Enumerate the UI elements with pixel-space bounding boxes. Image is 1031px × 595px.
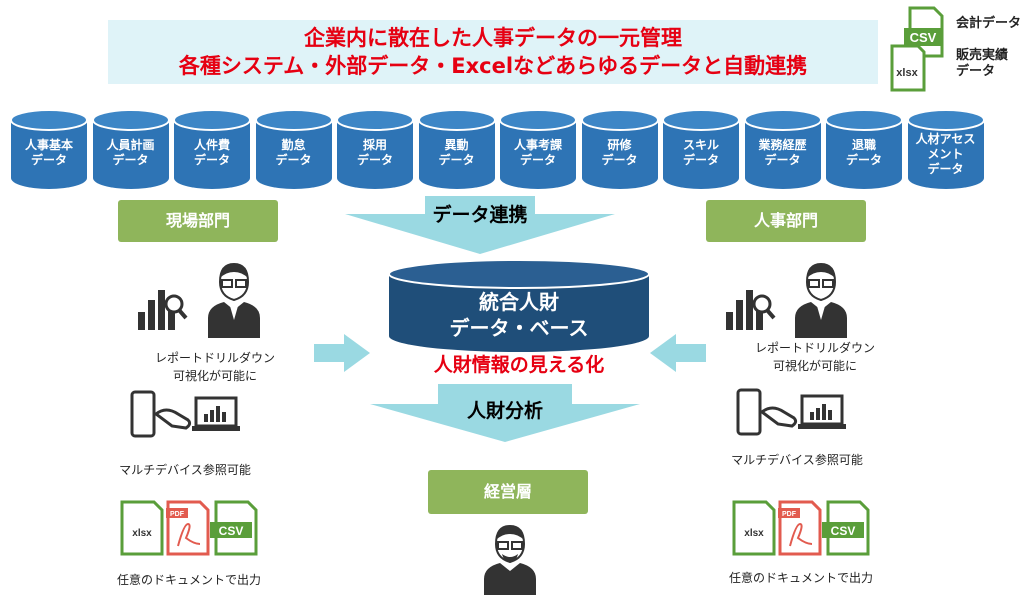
database-cylinder: 人件費データ	[173, 108, 251, 192]
csv-badge-text: CSV	[910, 30, 937, 45]
database-label-line1: 人員計画	[106, 138, 155, 152]
right-multidevice-caption: マルチデバイス参照可能	[731, 453, 863, 467]
analysis-arrow	[370, 384, 640, 442]
field-person-icon	[208, 262, 260, 338]
sales-data-label-2: データ	[956, 64, 996, 79]
database-label-line1: スキル	[682, 138, 719, 152]
integrated-db-line-1: 統合人財	[479, 290, 559, 314]
database-cylinder: 勤怠データ	[254, 108, 333, 192]
right-document-icons: xlsx PDF CSV	[730, 498, 874, 556]
left-document-icons: xlsx PDF CSV	[118, 498, 262, 556]
left-report-caption-2: 可視化が可能に	[172, 369, 257, 383]
right-report-caption-2: 可視化が可能に	[772, 359, 857, 373]
management-label: 経営層	[428, 470, 588, 514]
right-xlsx-icon: xlsx	[744, 528, 764, 539]
visualization-label: 人財情報の見える化	[433, 354, 605, 376]
database-label-line1: 人材アセス	[915, 132, 976, 146]
headline-banner: 企業内に散在した人事データの一元管理 各種システム・外部データ・Excelなどあ…	[108, 20, 878, 84]
database-cylinder: 人事考課データ	[499, 108, 577, 192]
database-label-line2: データ	[601, 153, 638, 167]
integrated-database-cylinder	[388, 259, 650, 352]
left-pdf-icon: PDF	[170, 511, 185, 518]
field-department-label: 現場部門	[118, 200, 278, 242]
database-label-line2: データ	[30, 153, 67, 167]
xlsx-badge-text: xlsx	[896, 67, 918, 79]
database-cylinder: 採用データ	[336, 108, 414, 192]
database-cylinder: 人員計画データ	[91, 108, 170, 192]
database-label-line2: データ	[193, 153, 230, 167]
right-output-caption: 任意のドキュメントで出力	[728, 571, 873, 585]
right-report-chart-icon	[726, 290, 776, 330]
database-label-line1: 採用	[362, 138, 387, 152]
management-person-icon	[484, 524, 536, 595]
integrated-db-line-2: データ・ベース	[449, 316, 589, 340]
database-label-line1: 研修	[607, 138, 632, 152]
left-report-chart-icon	[138, 290, 188, 330]
left-output-caption: 任意のドキュメントで出力	[116, 573, 261, 587]
right-pdf-icon: PDF	[782, 511, 797, 518]
database-label-line2: データ	[356, 153, 393, 167]
database-label-line2: データ	[112, 153, 149, 167]
left-xlsx-icon: xlsx	[132, 528, 152, 539]
database-label-line1: 人件費	[193, 138, 230, 152]
database-label-line1: 業務経歴	[758, 138, 807, 152]
database-cylinder: 退職データ	[825, 108, 903, 192]
data-link-arrow	[345, 196, 615, 254]
right-multidevice-icon	[736, 388, 846, 436]
left-multidevice-caption: マルチデバイス参照可能	[119, 463, 251, 477]
database-label-line1: 退職	[851, 138, 876, 152]
analysis-label: 人財分析	[466, 400, 543, 422]
database-label-line2: データ	[682, 153, 719, 167]
database-cylinder: 人材アセスメントデータ	[906, 108, 985, 192]
database-cylinder: 業務経歴データ	[743, 108, 822, 192]
accounting-data-label: 会計データ	[956, 16, 1022, 31]
headline-line-2: 各種システム・外部データ・Excelなどあらゆるデータと自動連携	[178, 54, 808, 78]
left-csv-icon: CSV	[219, 524, 244, 538]
database-label-line2: データ	[845, 153, 882, 167]
hr-department-label: 人事部門	[706, 200, 866, 242]
left-inbound-arrow	[314, 334, 370, 372]
database-cylinder: 異動データ	[417, 108, 496, 192]
csv-file-icon: CSV xlsx	[890, 6, 944, 92]
database-cylinder: 研修データ	[580, 108, 659, 192]
database-cylinder: 人事基本データ	[10, 108, 88, 192]
left-report-caption-1: レポートドリルダウン	[154, 351, 275, 365]
database-label-line2: メント	[927, 147, 964, 161]
database-label-line2: データ	[764, 153, 801, 167]
database-label-line2: データ	[519, 153, 556, 167]
database-label-line1: 人事考課	[513, 138, 562, 152]
hr-person-icon	[795, 262, 847, 338]
sales-data-label-1: 販売実績	[956, 48, 1009, 63]
right-report-caption-1: レポートドリルダウン	[754, 341, 875, 355]
external-files: CSV xlsx 会計データ 販売実績 データ	[886, 2, 1031, 98]
database-label-line1: 人事基本	[24, 138, 73, 152]
headline-line-1: 企業内に散在した人事データの一元管理	[304, 26, 682, 50]
right-inbound-arrow	[650, 334, 706, 372]
database-label-line1: 勤怠	[281, 138, 306, 152]
database-label-line2: データ	[275, 153, 312, 167]
database-label-line2: データ	[438, 153, 475, 167]
database-label-line3: データ	[927, 162, 964, 176]
data-link-label: データ連携	[432, 204, 528, 226]
left-multidevice-icon	[130, 390, 240, 438]
right-csv-icon: CSV	[831, 524, 856, 538]
database-cylinder: スキルデータ	[662, 108, 740, 192]
database-label-line1: 異動	[444, 138, 469, 152]
